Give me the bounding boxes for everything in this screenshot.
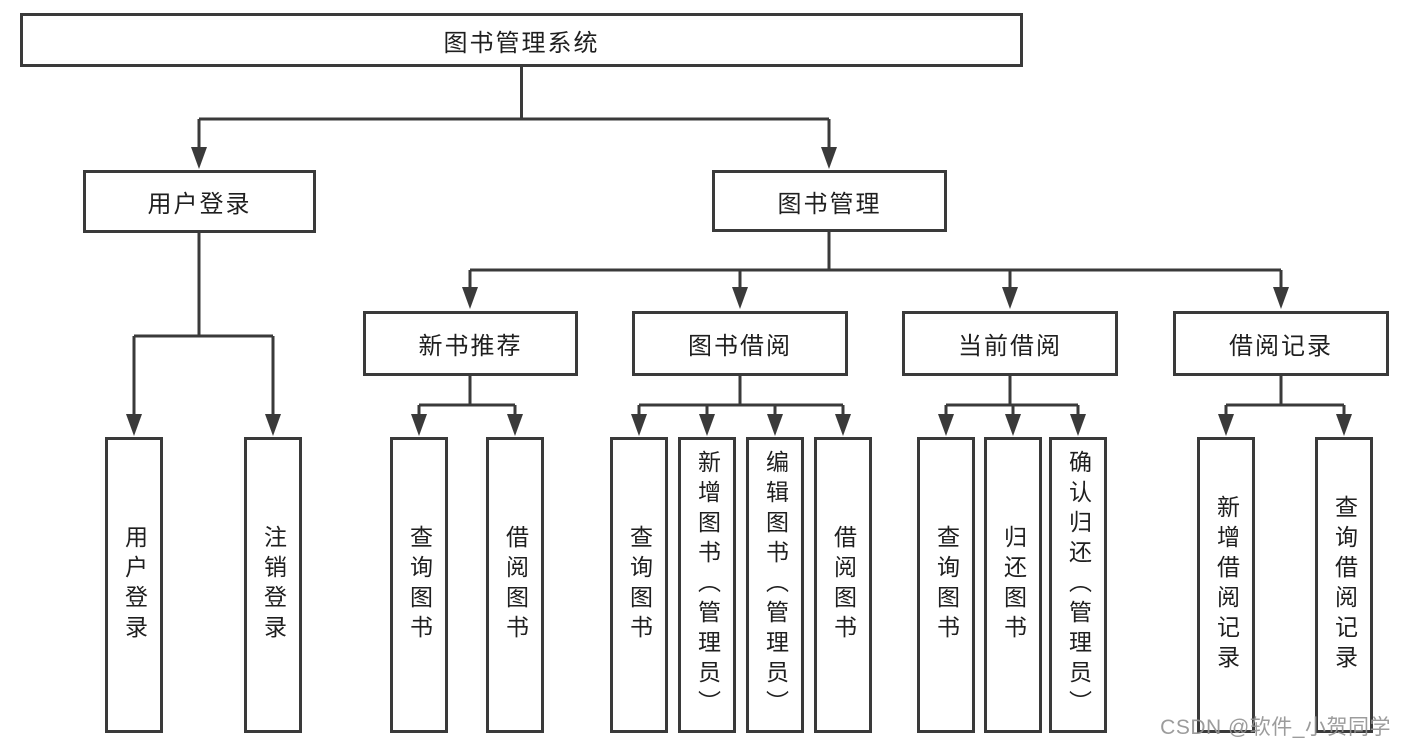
node-current-borrow: 当前借阅: [902, 311, 1118, 376]
arrowhead: [507, 414, 523, 436]
arrowhead: [938, 414, 954, 436]
arrowhead: [631, 414, 647, 436]
arrowhead: [265, 414, 281, 436]
csdn-watermark: CSDN @软件_小贺同学: [1160, 716, 1391, 739]
leaf-confirm-return-admin: 确认归还（管理员）: [1049, 437, 1107, 733]
leaf-borrow-books-recommend: 借阅图书: [486, 437, 544, 733]
leaf-add-book-admin: 新增图书（管理员）: [678, 437, 736, 733]
leaf-query-books-recommend: 查询图书: [390, 437, 448, 733]
arrowhead: [1273, 287, 1289, 309]
node-label: 图书借阅: [688, 333, 792, 360]
connector-new-book-recommend-to-leaves: [411, 376, 523, 436]
leaf-label: 确认归还（管理员）: [1065, 450, 1092, 720]
node-label: 新书推荐: [418, 333, 523, 360]
leaf-label: 查询图书: [626, 525, 653, 645]
node-label: 图书管理: [777, 190, 882, 218]
node-label: 用户登录: [147, 191, 252, 218]
leaf-user-login: 用户登录: [105, 437, 163, 733]
arrowhead: [732, 287, 748, 309]
connector-book-management-to-level2: [462, 232, 1289, 309]
leaf-add-borrow-record: 新增借阅记录: [1197, 437, 1255, 733]
leaf-logout: 注销登录: [244, 437, 302, 733]
arrowhead: [1336, 414, 1352, 436]
arrowhead: [1002, 287, 1018, 309]
connector-root-to-level1: [191, 66, 837, 169]
arrowhead: [699, 414, 715, 436]
leaf-query-books-current: 查询图书: [917, 437, 975, 733]
leaf-label: 查询图书: [406, 525, 433, 645]
node-label: 借阅记录: [1229, 333, 1333, 360]
node-label: 图书管理系统: [443, 29, 600, 57]
connector-borrow-records-to-leaves: [1218, 376, 1352, 436]
leaf-label: 借阅图书: [502, 525, 529, 645]
connector-book-borrow-to-leaves: [631, 376, 851, 436]
leaf-query-borrow-record: 查询借阅记录: [1315, 437, 1373, 733]
arrowhead: [191, 147, 207, 169]
leaf-borrow-books-borrow: 借阅图书: [814, 437, 872, 733]
leaf-label: 新增图书（管理员）: [694, 450, 721, 720]
arrowhead: [767, 414, 783, 436]
arrowhead: [462, 287, 478, 309]
leaf-label: 借阅图书: [830, 525, 857, 645]
arrowhead: [835, 414, 851, 436]
arrowhead: [1005, 414, 1021, 436]
arrowhead: [1070, 414, 1086, 436]
leaf-query-books-borrow: 查询图书: [610, 437, 668, 733]
node-user-login: 用户登录: [83, 170, 316, 233]
arrowhead: [126, 414, 142, 436]
leaf-return-book: 归还图书: [984, 437, 1042, 733]
leaf-label: 归还图书: [1000, 525, 1027, 645]
node-book-management: 图书管理: [712, 170, 947, 232]
leaf-label: 注销登录: [260, 525, 287, 645]
leaf-label: 查询图书: [933, 525, 960, 645]
connector-user-login-to-leaves: [126, 233, 281, 436]
node-new-book-recommend: 新书推荐: [363, 311, 578, 376]
arrowhead: [411, 414, 427, 436]
node-book-borrow: 图书借阅: [632, 311, 848, 376]
node-label: 当前借阅: [958, 333, 1062, 360]
leaf-edit-book-admin: 编辑图书（管理员）: [746, 437, 804, 733]
arrowhead: [1218, 414, 1234, 436]
arrowhead: [821, 147, 837, 169]
node-library-management-system: 图书管理系统: [20, 13, 1023, 67]
leaf-label: 查询借阅记录: [1331, 495, 1358, 675]
leaf-label: 新增借阅记录: [1213, 495, 1240, 675]
leaf-label: 编辑图书（管理员）: [762, 450, 789, 720]
node-borrow-records: 借阅记录: [1173, 311, 1389, 376]
connector-current-borrow-to-leaves: [938, 376, 1086, 436]
leaf-label: 用户登录: [121, 525, 148, 645]
